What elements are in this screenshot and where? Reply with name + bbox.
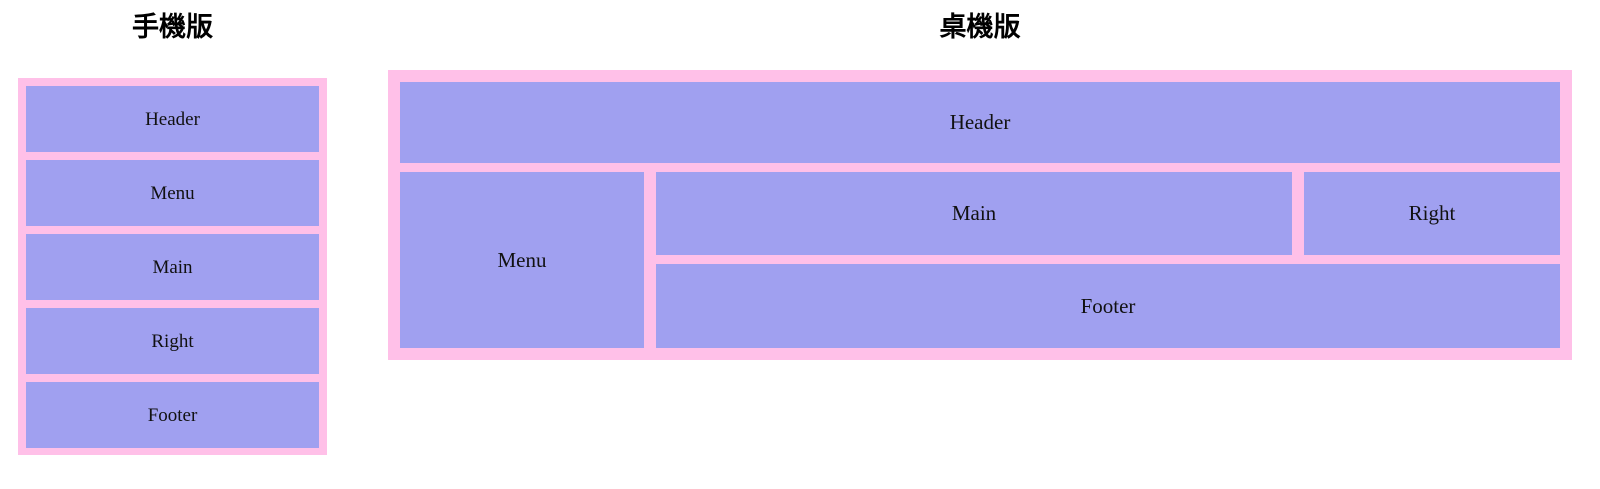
mobile-region-menu: Menu — [26, 160, 319, 226]
desktop-region-header: Header — [400, 82, 1560, 163]
mobile-diagram-title: 手機版 — [132, 12, 213, 42]
desktop-region-footer: Footer — [656, 264, 1560, 348]
desktop-diagram-title: 桌機版 — [939, 12, 1021, 42]
mobile-region-right: Right — [26, 308, 319, 374]
desktop-layout-container: Header Menu Main Right Footer — [388, 70, 1572, 360]
mobile-region-main: Main — [26, 234, 319, 300]
mobile-region-footer: Footer — [26, 382, 319, 448]
desktop-region-right: Right — [1304, 172, 1560, 255]
desktop-region-main: Main — [656, 172, 1292, 255]
desktop-region-menu: Menu — [400, 172, 644, 348]
mobile-layout-container: Header Menu Main Right Footer — [18, 78, 327, 455]
mobile-region-header: Header — [26, 86, 319, 152]
